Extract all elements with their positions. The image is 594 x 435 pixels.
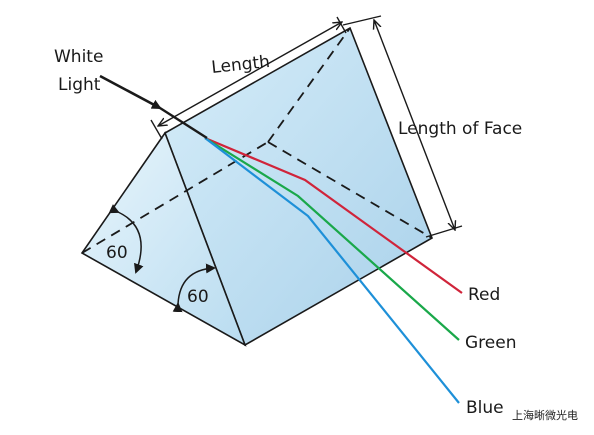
green-ray [204, 137, 460, 341]
angle-arc-left [108, 204, 144, 274]
red-label: Red [468, 285, 500, 305]
length-label: Length [210, 52, 270, 78]
blue-ray [204, 137, 460, 404]
watermark: 上海晰微光电 [512, 408, 578, 422]
blue-label: Blue [466, 398, 504, 418]
white-light-label-line1: White [54, 47, 103, 67]
green-label: Green [465, 333, 516, 353]
length-dimension [150, 16, 347, 140]
red-ray [204, 136, 463, 294]
length-of-face-label: Length of Face [398, 119, 522, 139]
white-light-label-line2: Light [58, 75, 101, 95]
angle-bottom-label: 60 [187, 287, 209, 307]
white-light-arrow [99, 74, 162, 110]
angle-left-label: 60 [106, 243, 128, 263]
length-of-face-dimension [342, 15, 463, 238]
dispersed-rays [204, 136, 463, 404]
angle-arc-bottom [172, 263, 216, 313]
